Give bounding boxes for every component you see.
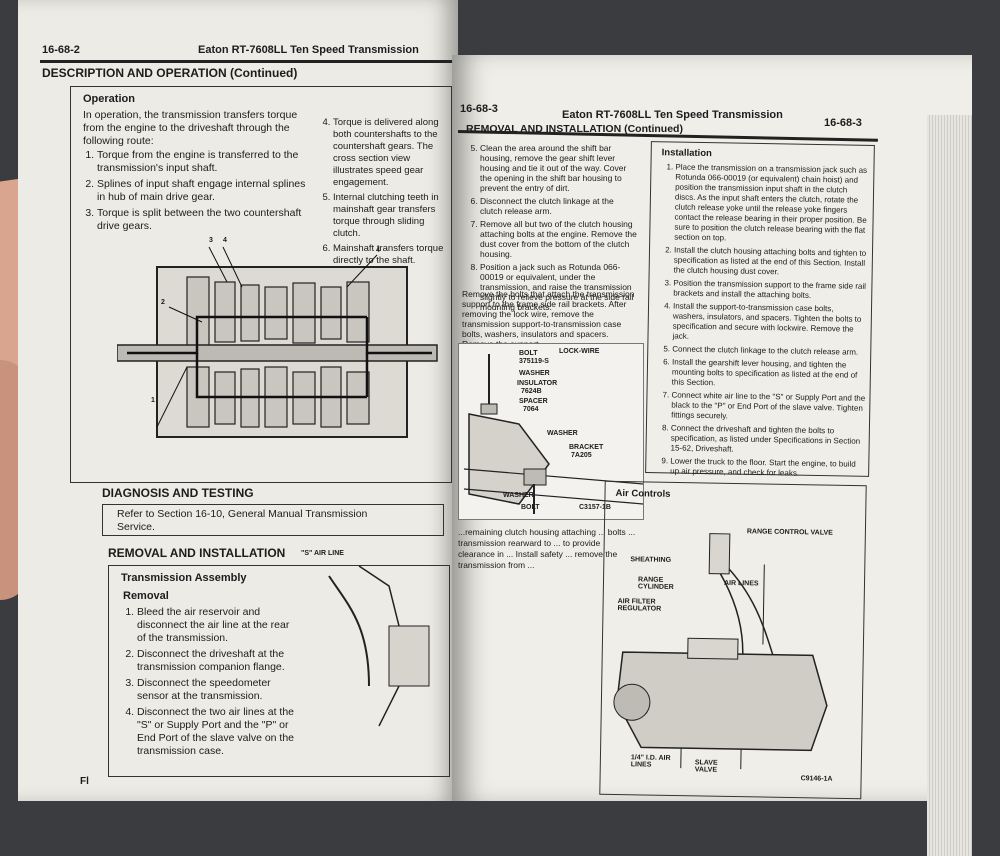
op-step-2: Splines of input shaft engage internal s… <box>97 178 310 204</box>
removal-title: REMOVAL AND INSTALLATION <box>108 546 285 560</box>
r-step-7: Remove all but two of the clutch housing… <box>480 219 638 259</box>
inst-step-5: Connect the clutch linkage to the clutch… <box>672 344 866 357</box>
removal-subheading: Removal <box>123 590 169 602</box>
label-range-cylinder: RANGE CYLINDER <box>638 576 682 591</box>
right-page-number-b: 16-68-3 <box>824 117 862 129</box>
callout-2: 2 <box>161 299 165 306</box>
inst-step-3: Position the transmission support to the… <box>673 278 867 301</box>
label-slave-valve: SLAVE VALVE <box>695 759 735 774</box>
inst-step-6: Install the gearshift lever housing, and… <box>672 357 866 390</box>
right-page-number-a: 16-68-3 <box>460 103 498 115</box>
label-bracket: BRACKET <box>569 444 603 451</box>
right-running-title: Eaton RT-7608LL Ten Speed Transmission <box>562 109 783 121</box>
op-step-4: Torque is delivered along both countersh… <box>333 117 446 189</box>
air-controls-drawing <box>601 502 864 786</box>
transmission-assembly-box: Transmission Assembly Removal Bleed the … <box>108 565 450 777</box>
rem-step-1: Bleed the air reservoir and disconnect t… <box>137 606 300 645</box>
inst-step-8: Connect the driveshaft and tighten the b… <box>670 423 864 456</box>
rem-step-2: Disconnect the driveshaft at the transmi… <box>137 648 300 674</box>
left-section-title: DESCRIPTION AND OPERATION (Continued) <box>42 66 297 80</box>
installation-steps: Place the transmission on a transmission… <box>648 162 869 483</box>
inst-step-1: Place the transmission on a transmission… <box>674 163 869 246</box>
label-bolt: BOLT <box>519 350 538 357</box>
label-air-lines: AIR LINES <box>724 580 764 588</box>
label-insulator-num: 7624B <box>521 388 542 395</box>
label-quarter-id-air-lines: 1/4" I.D. AIR LINES <box>631 754 691 769</box>
installation-box: Installation Place the transmission on a… <box>645 141 875 477</box>
inst-step-2: Install the clutch housing attaching bol… <box>674 245 868 278</box>
left-page-number: 16-68-2 <box>42 44 80 56</box>
label-bolt-2: BOLT <box>521 504 540 511</box>
diagnosis-text: Refer to Section 16-10, General Manual T… <box>117 508 397 534</box>
label-sheathing: SHEATHING <box>630 556 671 564</box>
diagnosis-title: DIAGNOSIS AND TESTING <box>102 486 254 500</box>
operation-box: Operation In operation, the transmission… <box>70 86 452 483</box>
diagnosis-box: Refer to Section 16-10, General Manual T… <box>102 504 444 536</box>
header-rule <box>40 60 452 63</box>
callout-4-a: 4 <box>223 237 227 244</box>
left-page: 16-68-2 Eaton RT-7608LL Ten Speed Transm… <box>18 0 458 801</box>
operation-heading: Operation <box>83 93 135 105</box>
air-controls-box: Air Controls RANGE CONTROL VALVE SHEATHI… <box>599 481 866 800</box>
op-step-1: Torque from the engine is transferred to… <box>97 149 310 175</box>
label-bracket-num: 7A205 <box>571 452 592 459</box>
r-step-6: Disconnect the clutch linkage at the clu… <box>480 196 638 216</box>
operation-intro: In operation, the transmission transfers… <box>83 109 308 148</box>
inst-step-4: Install the support-to-transmission case… <box>672 301 867 344</box>
label-washer-2: WASHER <box>547 430 578 437</box>
r-step-5: Clean the area around the shift bar hous… <box>480 143 638 193</box>
right-removal-paragraph: Remove the bolts that attach the transmi… <box>462 289 637 349</box>
label-washer-3: WASHER <box>503 492 534 499</box>
label-washer: WASHER <box>519 370 550 377</box>
inst-step-7: Connect white air line to the "S" or Sup… <box>671 390 865 423</box>
inst-step-9: Lower the truck to the floor. Start the … <box>670 456 864 479</box>
label-range-control-valve: RANGE CONTROL VALVE <box>747 528 833 536</box>
label-bolt-num: 375119-S <box>519 358 549 365</box>
air-line-figure <box>309 546 449 746</box>
label-air-filter-regulator: AIR FILTER REGULATOR <box>617 598 669 613</box>
label-spacer-num: 7064 <box>523 406 539 413</box>
callout-4-b: 4 <box>376 247 380 254</box>
label-lockwire: LOCK-WIRE <box>559 348 599 355</box>
rem-step-3: Disconnect the speedometer sensor at the… <box>137 677 300 703</box>
transmission-assembly-heading: Transmission Assembly <box>121 572 247 584</box>
air-controls-heading: Air Controls <box>615 488 670 500</box>
label-spacer: SPACER <box>519 398 548 405</box>
s-air-line-label: "S" AIR LINE <box>301 550 344 557</box>
removal-steps: Bleed the air reservoir and disconnect t… <box>115 606 300 761</box>
label-insulator: INSULATOR <box>517 380 557 387</box>
figure-id-c9146: C9146-1A <box>801 775 833 783</box>
left-running-title: Eaton RT-7608LL Ten Speed Transmission <box>198 44 419 56</box>
callout-1: 1 <box>151 397 155 404</box>
left-footer: Fl <box>80 776 89 787</box>
right-page: 16-68-3 Eaton RT-7608LL Ten Speed Transm… <box>452 55 972 801</box>
callout-3: 3 <box>209 237 213 244</box>
transmission-cross-section-figure <box>117 227 447 477</box>
operation-steps-left: Torque from the engine is transferred to… <box>75 149 310 236</box>
installation-heading: Installation <box>662 147 712 159</box>
right-section-title: REMOVAL AND INSTALLATION (Continued) <box>466 123 683 135</box>
page-edges <box>927 115 972 856</box>
rem-step-4: Disconnect the two air lines at the "S" … <box>137 706 300 758</box>
